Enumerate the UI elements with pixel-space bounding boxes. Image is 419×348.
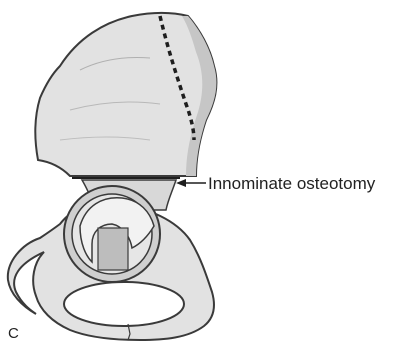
annotation-arrow xyxy=(176,179,206,187)
acetabulum xyxy=(64,186,160,282)
osteotomy-label: Innominate osteotomy xyxy=(208,174,376,193)
iliac-wing xyxy=(35,13,216,176)
panel-letter: C xyxy=(8,325,19,342)
